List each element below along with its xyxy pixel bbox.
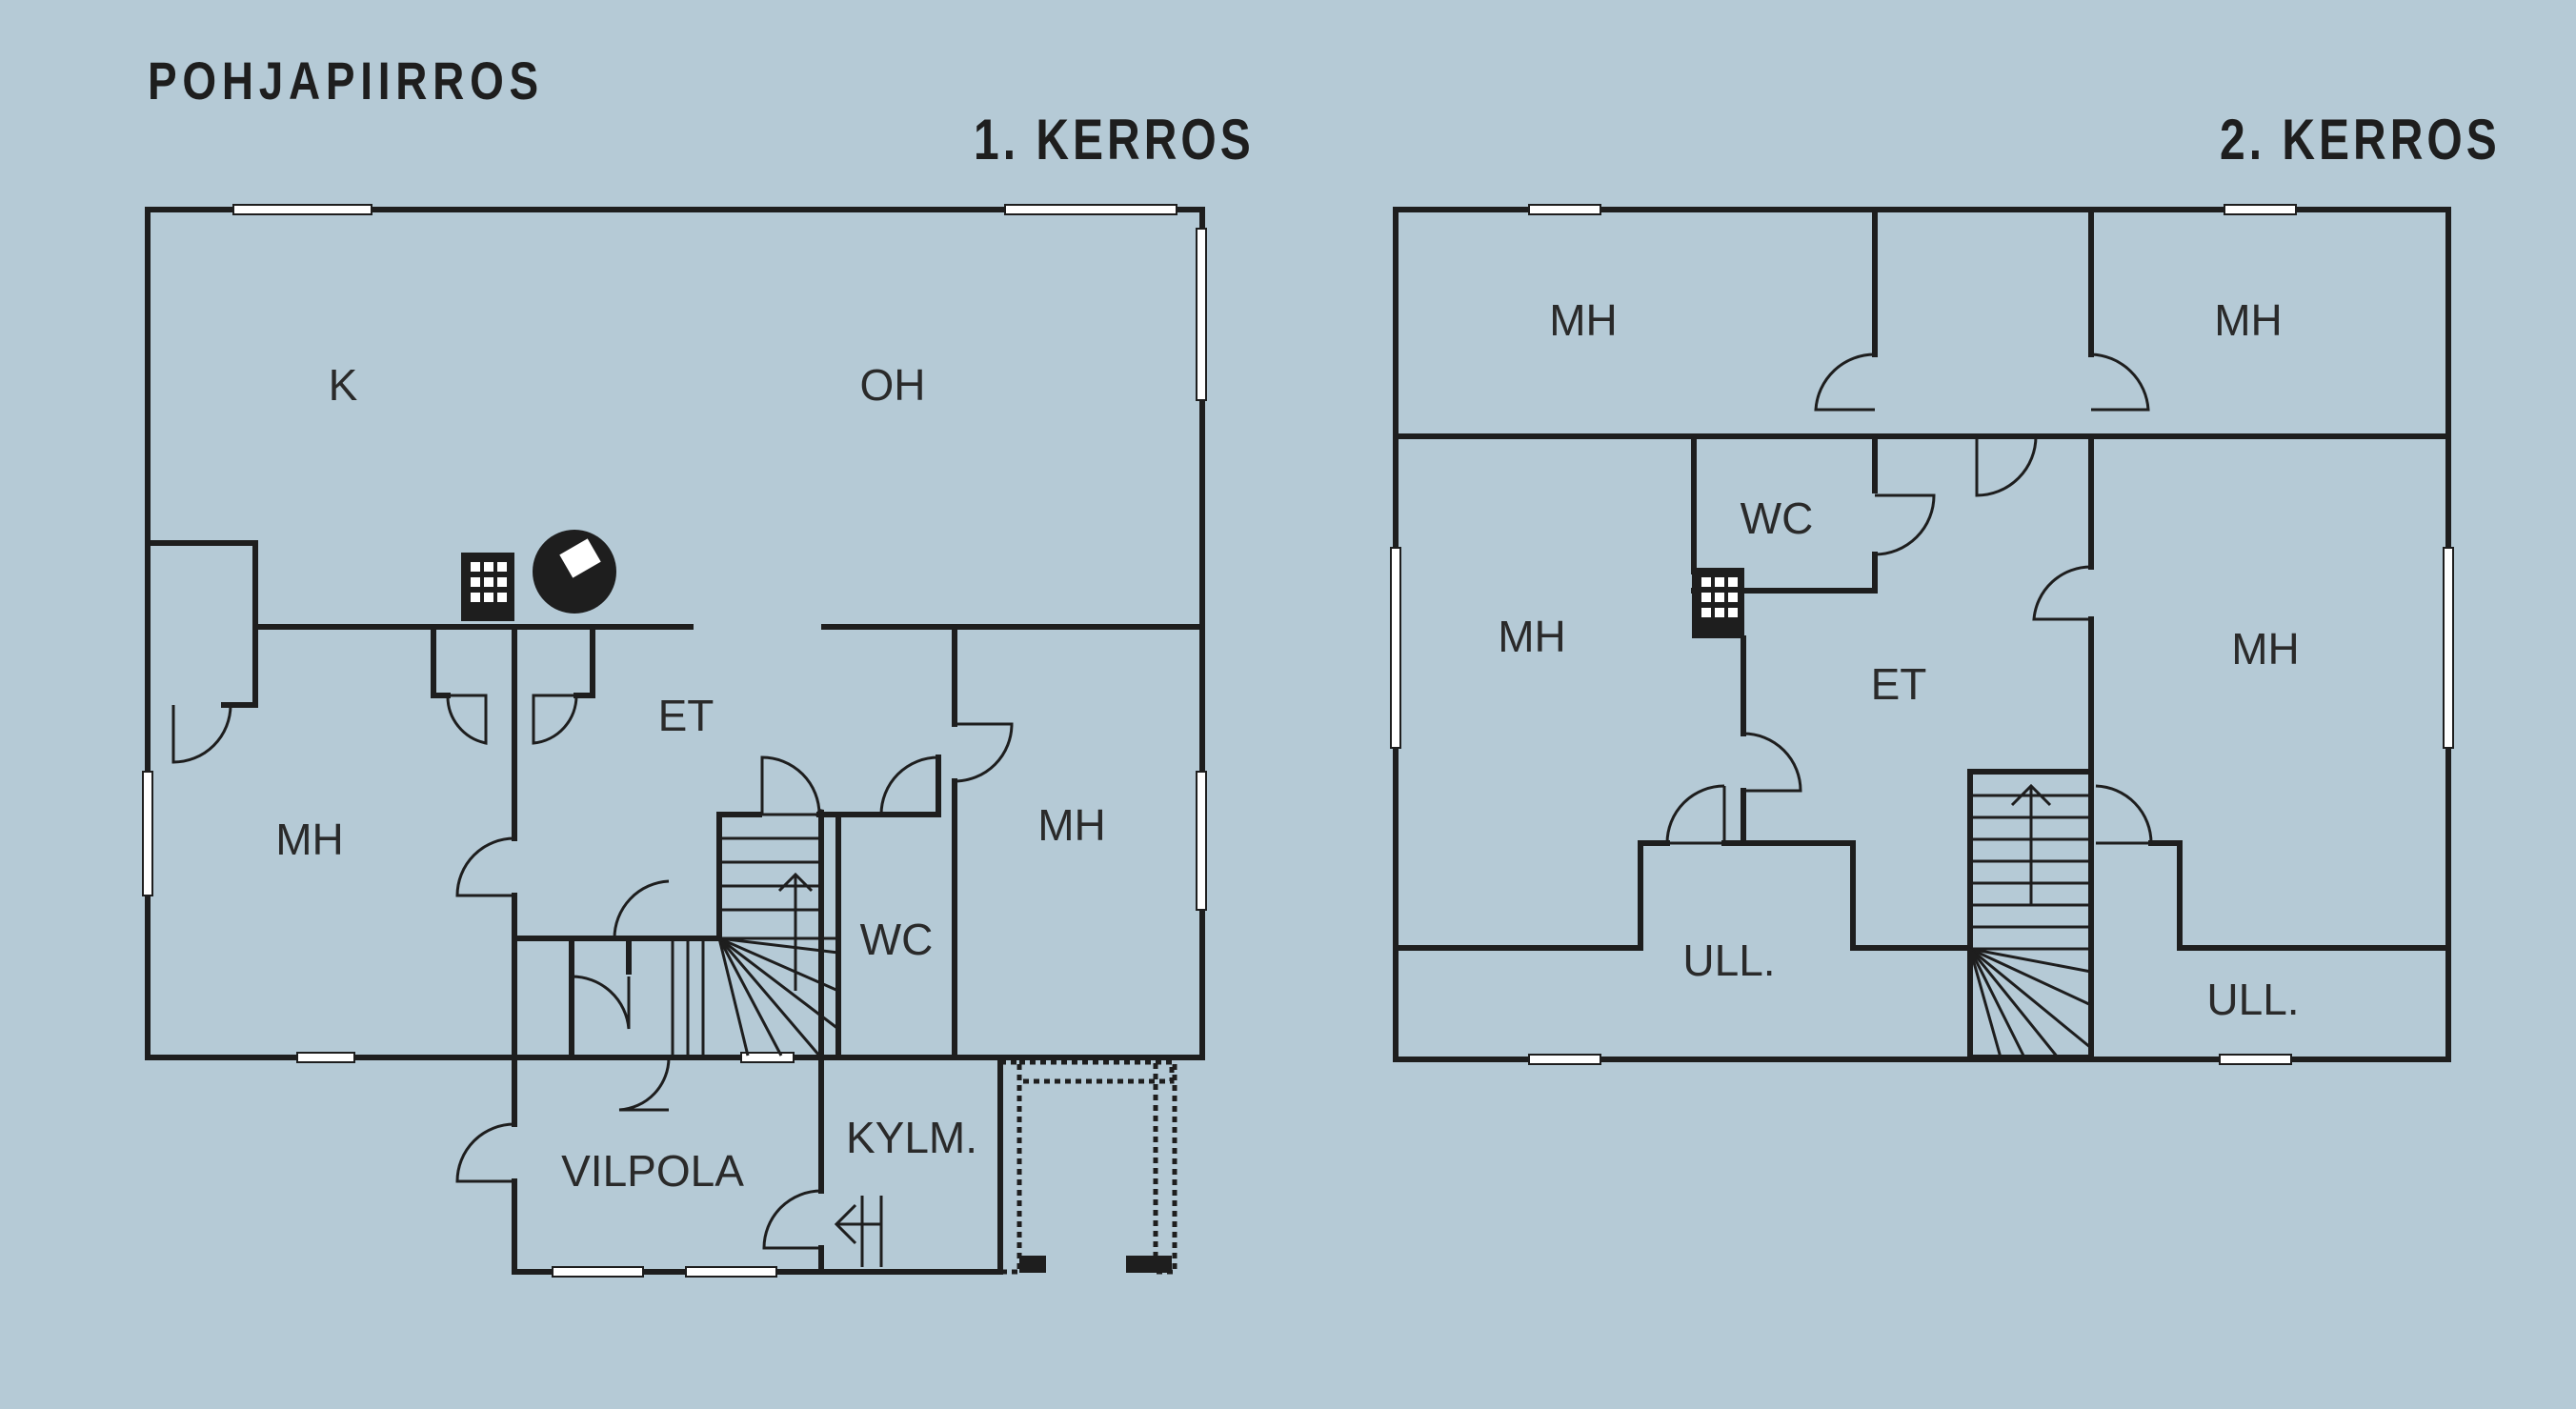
door-swing-icon (618, 1057, 671, 1112)
room-label: MH (1037, 800, 1106, 850)
room-label: ET (1871, 659, 1927, 709)
door-swing-icon (879, 755, 939, 815)
window (1004, 204, 1177, 215)
door-swing-icon (1975, 435, 2038, 497)
room-label: ULL. (1682, 936, 1775, 985)
room-label: ULL. (2206, 975, 2299, 1024)
floor2-plan: MH MH WC MH ET MH ULL. ULL. (1390, 204, 2454, 1065)
door-swing-icon (762, 1189, 822, 1250)
door-swing-icon (1814, 352, 1876, 412)
door-swing-icon (954, 722, 1014, 783)
terrace-post (1126, 1256, 1172, 1273)
room-label: MH (275, 815, 344, 864)
room-label: MH (2214, 295, 2283, 345)
stair-arrow-icon (777, 872, 814, 991)
room-label: KYLM. (846, 1113, 977, 1162)
window (1528, 204, 1601, 215)
wall (431, 624, 451, 698)
room-label: MH (1549, 295, 1618, 345)
door-swing-icon (2032, 565, 2092, 621)
wall (1741, 788, 1973, 951)
chimney-icon (1692, 568, 1744, 638)
wall (1396, 840, 1670, 951)
room-label: VILPOLA (561, 1146, 744, 1196)
stove-icon (533, 530, 616, 614)
window (685, 1266, 777, 1278)
wall (574, 624, 595, 698)
chimney-icon (461, 553, 514, 621)
door-swing-icon (171, 704, 232, 764)
page-title: POHJAPIIRROS (148, 50, 544, 111)
vilpola-wall (512, 1178, 1003, 1275)
room-label: OH (860, 360, 926, 410)
door-swing-icon (613, 879, 670, 940)
stair-arrow-icon (2010, 783, 2052, 905)
door-swing-icon (571, 975, 631, 1030)
door-swing-icon (532, 694, 578, 745)
window (232, 204, 372, 215)
door-swing-icon (446, 694, 488, 745)
floor2-title: 2. KERROS (2220, 108, 2501, 171)
room-label: ET (658, 691, 714, 740)
door-swing-icon (760, 755, 821, 816)
floor1-title: 1. KERROS (974, 108, 1255, 171)
window (296, 1052, 355, 1063)
floor2-outer-wall (1393, 207, 2451, 1062)
window (142, 771, 153, 896)
entry-step-icon (834, 1196, 883, 1267)
door-swing-icon (1874, 493, 1936, 556)
floor1-outer-wall (145, 207, 1205, 1060)
window (740, 1052, 795, 1063)
wall (1741, 552, 1878, 594)
door-swing-icon (2095, 784, 2153, 845)
floor1-plan: K OH ET MH MH WC VILPOLA KYLM. (142, 204, 1207, 1278)
door-swing-icon (1665, 784, 1726, 845)
wall (148, 540, 258, 708)
door-swing-icon (455, 836, 515, 897)
wall (2148, 840, 2448, 951)
window (1196, 771, 1207, 911)
door-swing-icon (455, 1122, 515, 1183)
terrace-post (1019, 1256, 1046, 1273)
room-label: WC (860, 915, 934, 964)
room-label: WC (1741, 493, 1814, 543)
door-swing-icon (1742, 732, 1802, 793)
staircase-floor2 (1967, 769, 2094, 1060)
room-label: MH (2231, 624, 2300, 674)
window (2443, 547, 2454, 749)
room-label: K (329, 360, 358, 410)
staircase-floor1 (666, 812, 839, 1057)
window (2224, 204, 2297, 215)
room-label: MH (1498, 612, 1566, 661)
window (2219, 1054, 2292, 1065)
window (1196, 228, 1207, 401)
terrace-railing (1153, 1059, 1177, 1275)
window (1390, 547, 1401, 749)
terrace-railing (1016, 1059, 1175, 1084)
window (552, 1266, 644, 1278)
window (1528, 1054, 1601, 1065)
door-swing-icon (2090, 352, 2150, 412)
